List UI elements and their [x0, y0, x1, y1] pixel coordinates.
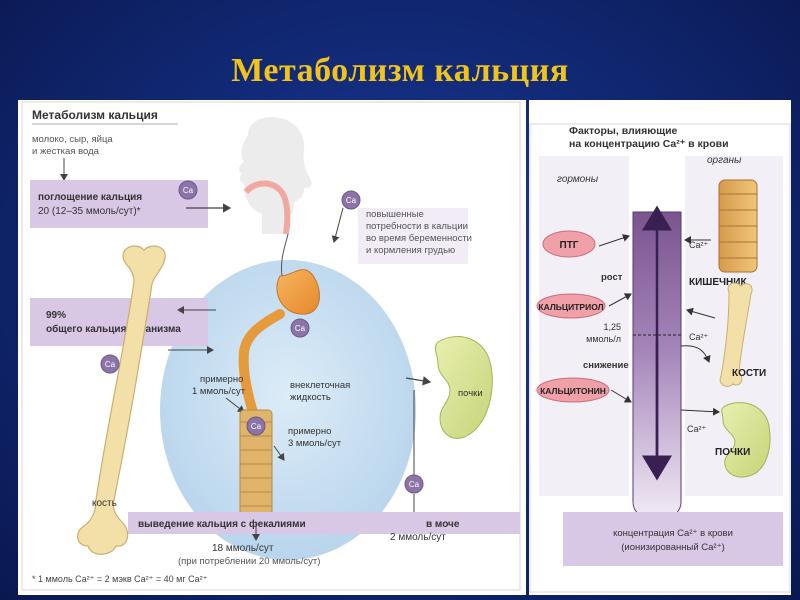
food-text-line2: и жесткая вода — [32, 146, 100, 157]
slide-title: Метаболизм кальция — [231, 52, 569, 89]
esophagus-line — [281, 233, 289, 277]
kidneys-label: ПОЧКИ — [715, 447, 750, 458]
bone-organ-illustration — [719, 282, 753, 387]
factors-heading-line1: Факторы, влияющие — [569, 125, 678, 137]
kidney — [434, 336, 493, 439]
ca2-kidney: Ca²⁺ — [687, 424, 707, 434]
factors-heading-line2: на концентрацию Ca²⁺ в крови — [569, 138, 729, 150]
ca-badge-kidney-text: Ca — [409, 480, 420, 489]
needs-line1: повышенные — [366, 209, 424, 220]
ca2-intestine: Ca²⁺ — [689, 240, 709, 250]
calcium-factors-diagram: Факторы, влияющие на концентрацию Ca²⁺ в… — [529, 123, 791, 593]
right-panel-border — [529, 123, 791, 593]
bone-percent-label: общего кальция организма — [46, 323, 181, 335]
stomach — [276, 269, 320, 315]
head-silhouette — [238, 116, 312, 234]
feces-note: (при потреблении 20 ммоль/сут) — [178, 556, 320, 567]
kidney-label: почки — [458, 388, 483, 399]
concentration-band — [563, 512, 783, 566]
ca-badge-intestine-text: Ca — [251, 422, 262, 431]
bone-percent: 99% — [46, 310, 66, 321]
extracellular-fluid-bubble — [160, 260, 416, 560]
calcitonin-badge — [536, 377, 610, 403]
bone-illustration — [77, 245, 166, 555]
normal-value-line1: 1,25 — [603, 322, 621, 332]
ecf-line2: жидкость — [290, 392, 331, 403]
pth-label: ПТГ — [560, 240, 579, 251]
ca2-bone: Ca²⁺ — [689, 332, 709, 342]
food-text-line1: молоко, сыр, яйца — [32, 134, 113, 145]
needs-line3: во время беременности — [366, 233, 472, 244]
concentration-line2: (ионизированный Ca²⁺) — [621, 542, 725, 553]
excretion-band — [128, 512, 520, 534]
feces-value: 18 ммоль/сут — [212, 543, 274, 554]
esophagus-path — [243, 180, 291, 235]
footnote: * 1 ммоль Ca²⁺ = 2 мэкв Ca²⁺ = 40 мг Ca²… — [32, 574, 208, 584]
needs-band — [358, 208, 468, 264]
bones-label: КОСТИ — [732, 368, 766, 379]
bone-band — [30, 298, 208, 346]
left-heading: Метаболизм кальция — [32, 108, 158, 122]
calcium-metabolism-diagram: Метаболизм кальция молоко, сыр, яйца и ж… — [21, 101, 521, 591]
approx1-line2: 1 ммоль/сут — [192, 386, 246, 397]
calcitonin-label: КАЛЬЦИТОНИН — [540, 386, 606, 396]
ca-badge-stomach-text: Ca — [295, 324, 306, 333]
ca-badge-needs — [341, 190, 361, 210]
hormones-column — [539, 156, 629, 496]
intestine-upper — [238, 309, 285, 421]
approx1-line1: примерно — [200, 374, 243, 385]
decrease-label: снижение — [583, 360, 629, 371]
calcitriol-label: КАЛЬЦИТРИОЛ — [538, 302, 603, 312]
ca-badge-kidney — [404, 474, 424, 494]
kidney-organ-illustration — [721, 402, 771, 478]
urine-title: в моче — [426, 519, 460, 530]
bone-word: кость — [92, 498, 117, 509]
left-panel-border — [21, 101, 521, 591]
ca-badge-bone-text: Ca — [105, 360, 116, 369]
uptake-value: 20 (12–35 ммоль/сут)* — [38, 206, 141, 217]
approx3-line1: примерно — [288, 426, 331, 437]
growth-label: рост — [601, 272, 623, 283]
uptake-band — [30, 180, 208, 228]
uptake-title: поглощение кальция — [38, 192, 142, 203]
intestine-label: КИШЕЧНИК — [689, 277, 747, 288]
ca-badge-bone — [100, 354, 120, 374]
ca-badge-stomach — [290, 318, 310, 338]
ca-badge-uptake — [178, 180, 198, 200]
organs-label: органы — [707, 155, 742, 166]
needs-line2: потребности в кальции — [366, 221, 468, 232]
approx3-line2: 3 ммоль/сут — [288, 438, 342, 449]
feces-title: выведение кальция с фекалиями — [138, 518, 306, 530]
ca-badge-uptake-text: Ca — [183, 186, 194, 195]
pth-badge — [542, 230, 596, 258]
concentration-line1: концентрация Ca²⁺ в крови — [613, 528, 733, 539]
calcium-metabolism-panel: Метаболизм кальция молоко, сыр, яйца и ж… — [18, 100, 526, 595]
calcium-factors-panel: Факторы, влияющие на концентрацию Ca²⁺ в… — [529, 100, 791, 595]
ca-badge-intestine — [246, 416, 266, 436]
urine-value: 2 ммоль/сут — [390, 532, 446, 543]
calcitriol-badge — [536, 293, 606, 319]
normal-value-line2: ммоль/л — [586, 334, 621, 344]
ca-badge-needs-text: Ca — [346, 196, 357, 205]
needs-line4: и кормления грудью — [366, 245, 455, 256]
ecf-line1: внеклеточная — [290, 380, 350, 391]
hormones-label: гормоны — [557, 174, 599, 185]
